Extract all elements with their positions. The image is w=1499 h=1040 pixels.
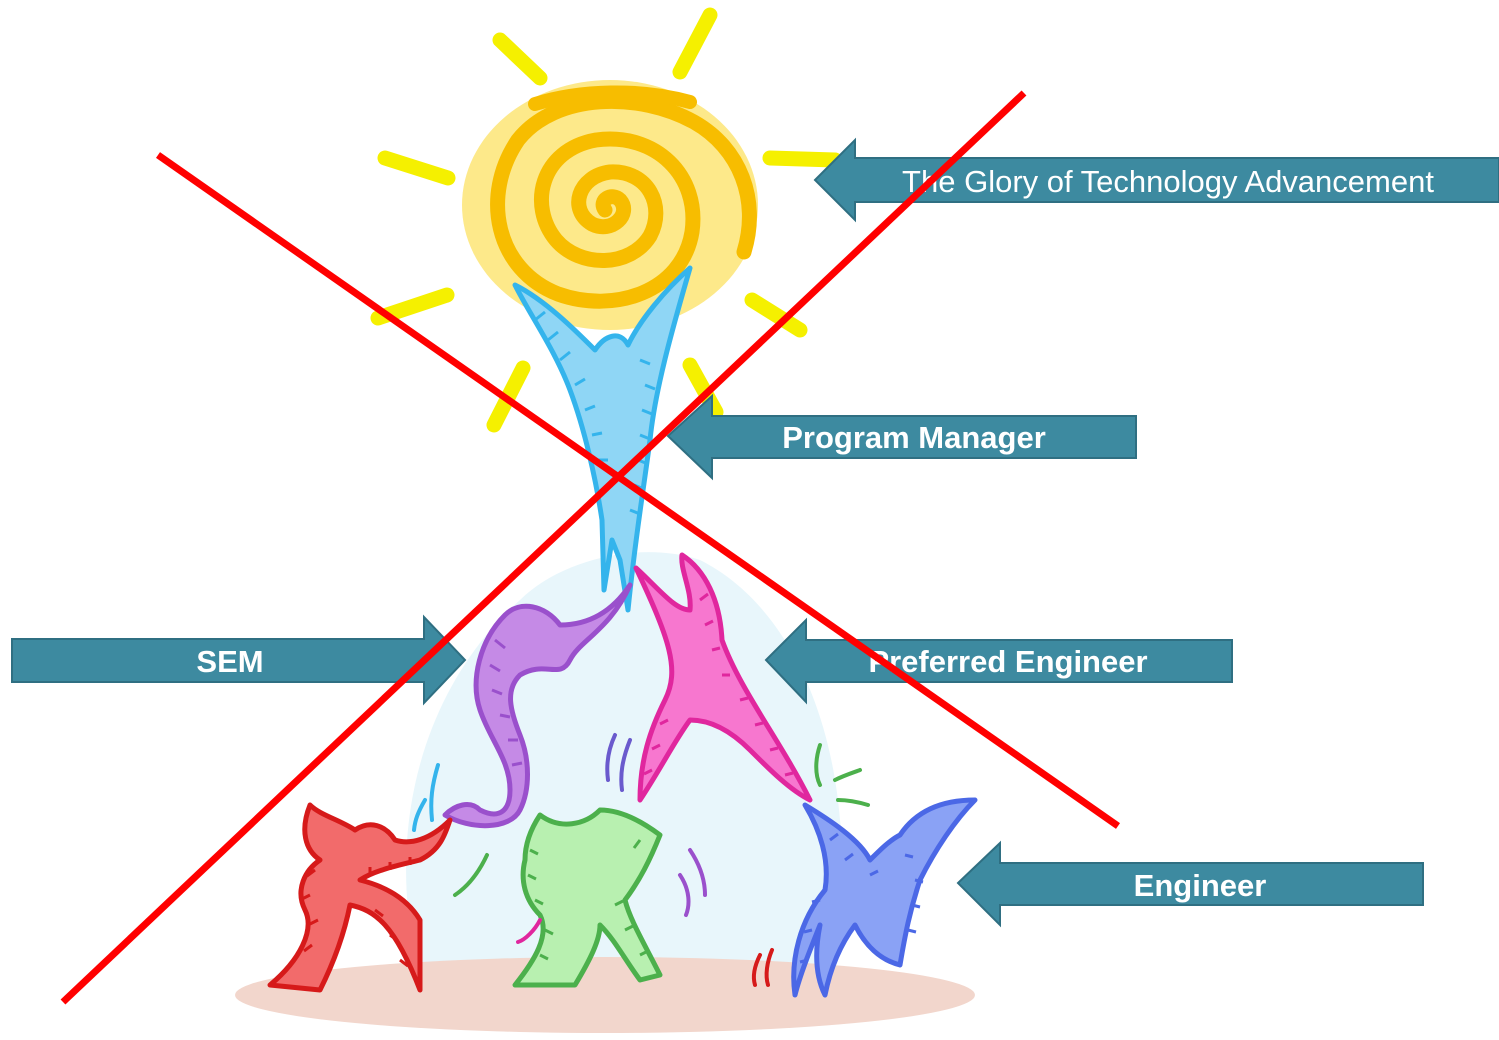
sem-label: SEM bbox=[196, 644, 263, 679]
red-figure bbox=[267, 802, 453, 993]
cross-line-ascending bbox=[60, 90, 1027, 1005]
sun-icon bbox=[370, 7, 843, 433]
glory-arrow: The Glory of Technology Advancement bbox=[813, 137, 1499, 223]
preferred-engineer-arrow: Preferred Engineer bbox=[764, 617, 1233, 705]
preferred-engineer-figure bbox=[633, 552, 813, 803]
ground-shadow bbox=[235, 957, 975, 1033]
engineer-arrow: Engineer bbox=[956, 840, 1424, 928]
engineer-figure bbox=[791, 797, 978, 998]
program-manager-label: Program Manager bbox=[782, 420, 1046, 455]
sem-arrow: SEM bbox=[11, 614, 467, 706]
glory-label: The Glory of Technology Advancement bbox=[902, 164, 1434, 199]
preferred-engineer-label: Preferred Engineer bbox=[868, 644, 1147, 679]
green-figure bbox=[512, 807, 663, 988]
program-manager-arrow: Program Manager bbox=[666, 393, 1137, 481]
motion-marks bbox=[412, 733, 870, 987]
cross-out-mark bbox=[60, 90, 1121, 1005]
cross-line-descending bbox=[155, 152, 1121, 829]
engineer-label: Engineer bbox=[1134, 868, 1267, 903]
purple-figure bbox=[442, 582, 633, 829]
